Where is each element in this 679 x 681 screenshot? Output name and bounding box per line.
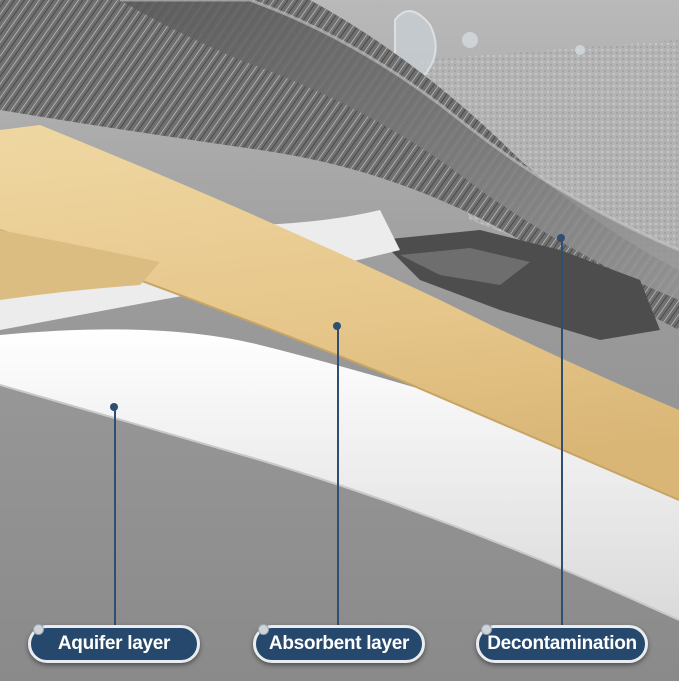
- absorbent-layer-text: Absorbent layer: [268, 633, 410, 654]
- decontamination-knob-icon: [481, 624, 492, 635]
- aquifer-layer-label: Aquifer layer: [28, 624, 200, 663]
- absorbent-leader-line: [337, 326, 339, 628]
- decontamination-label: Decontamination: [476, 624, 648, 663]
- decontamination-leader-line: [561, 238, 563, 628]
- decontamination-marker: [557, 234, 565, 242]
- aquifer-knob-icon: [33, 624, 44, 635]
- decontamination-text: Decontamination: [487, 633, 637, 654]
- microfiber-strip-back: [0, 0, 679, 330]
- absorbent-knob-icon: [258, 624, 269, 635]
- absorbent-foam: [0, 125, 679, 500]
- microfiber-strip-top: [120, 0, 679, 300]
- aquifer-leader-line: [114, 407, 116, 629]
- aquifer-layer-text: Aquifer layer: [57, 633, 171, 654]
- absorbent-marker: [333, 322, 341, 330]
- absorbent-layer-label: Absorbent layer: [253, 624, 425, 663]
- foam-left-edge: [0, 230, 160, 300]
- aquifer-marker: [110, 403, 118, 411]
